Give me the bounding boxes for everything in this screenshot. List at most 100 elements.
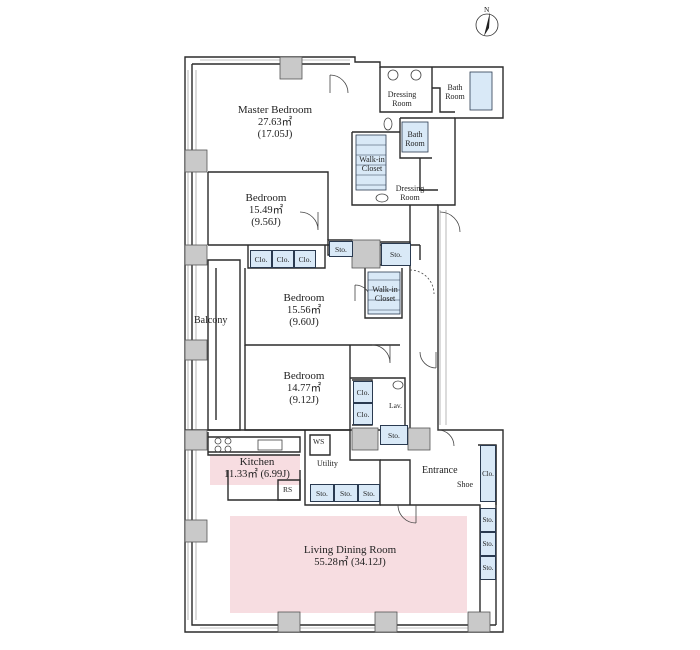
ws-label: WS [313,437,325,446]
column [374,611,398,633]
stove [224,445,232,453]
sto-box: Sto. [380,425,408,445]
sink [410,69,422,81]
sink [387,69,399,81]
door-arc [371,344,391,364]
column [351,239,381,269]
label-line: Room [400,192,420,202]
ws-box [309,434,331,456]
north-label: N [484,5,490,14]
master-bedroom-wall [207,171,329,245]
clo-box: Clo. [353,381,373,403]
kitchen-counter [208,436,301,453]
column [184,244,208,266]
column [184,519,208,543]
room-name: Bedroom [283,292,325,304]
door-arc [329,74,349,94]
stove [214,437,222,445]
sto-box: Sto. [381,243,411,266]
room-area-j: (9.56J) [251,216,281,228]
utility-label: Utility [317,459,338,468]
utility-wall [304,430,381,506]
living-dining-highlight [230,516,467,613]
bedroom3-label: Bedroom 14.77㎡ (9.12J) [264,370,344,407]
column [277,611,301,633]
sto-box: Sto. [480,556,496,580]
room-name: Master Bedroom [237,104,313,116]
sto-box: Sto. [334,484,358,502]
room-area: 27.63㎡ [257,116,293,128]
kitchen-sink [257,439,283,451]
clo-box: Clo. [272,250,294,268]
sto-box: Sto. [358,484,380,502]
room-area: 15.56㎡ [286,304,322,316]
bath-room-mid-label: Bath Room [400,130,430,149]
closet-hatch [356,144,386,186]
clo-box: Clo. [250,250,272,268]
corridor-walls [409,205,421,430]
living-dining-label: Living Dining Room 55.28㎡ (34.12J) [270,544,430,569]
room-name: Kitchen [239,456,275,468]
label-line: Bath [447,83,463,92]
toilet [375,193,389,203]
door-arc [439,211,461,233]
column [184,339,208,361]
door-arc [299,211,319,231]
room-area-j: (9.12J) [289,394,319,406]
entrance-wall [380,459,481,632]
label-line: Dressing [395,184,425,193]
door-arc [419,351,437,369]
room-name: Living Dining Room [303,544,397,556]
label-line: Room [445,91,465,101]
room-area: 15.49㎡ [248,204,284,216]
column [279,56,303,80]
dressing-room-top-label: Dressing Room [383,90,421,109]
lav-label: Lav. [389,401,403,410]
label-line: Walk-in [372,285,398,294]
closet-hatch [368,279,400,311]
stove [214,445,222,453]
room-area: 55.28㎡ (34.12J) [314,556,386,568]
bath-tub [469,71,493,111]
toilet [383,117,393,131]
door-arc [409,269,435,295]
balcony-label: Balcony [194,315,228,326]
bath-room-top-label: Bath Room [440,83,470,102]
sto-box: Sto. [329,241,353,257]
bedroom1-label: Bedroom 15.49㎡ (9.56J) [226,192,306,229]
label-line: Dressing [387,90,417,99]
walk-in-closet-fill [367,271,401,315]
compass-icon [475,12,499,37]
north-arrow: N [474,5,500,38]
column [351,427,379,451]
clo-box: Clo. [353,403,373,425]
balcony-wall [207,259,241,431]
column [184,429,208,451]
basin [392,380,404,390]
entrance-label: Entrance [422,465,458,476]
stove [224,437,232,445]
column [184,149,208,173]
kitchen-label: Kitchen 11.33㎡ (6.99J) [210,456,304,481]
room-area: 11.33㎡ (6.99J) [224,468,290,480]
room-name: Bedroom [283,370,325,382]
walk-in-closet-fill [355,134,387,191]
room-area: 14.77㎡ [286,382,322,394]
label-line: Walk-in [359,155,385,164]
dressing-room-mid-label: Dressing Room [390,184,430,203]
walk-in-closet-2-label: Walk-in Closet [368,285,402,304]
dressing-top-walls [379,67,455,113]
clo-box: Clo. [294,250,316,268]
label-line: Bath [407,130,423,139]
label-line: Room [392,98,412,108]
column [407,427,431,451]
clo-box: Clo. [480,445,496,502]
rs-box [277,479,301,501]
bath-tub [401,121,429,153]
column [467,611,491,633]
label-line: Room [405,138,425,148]
sto-box: Sto. [480,532,496,556]
sto-box: Sto. [310,484,334,502]
shoe-label: Shoe [457,480,473,489]
room-area-j: (17.05J) [257,128,293,140]
